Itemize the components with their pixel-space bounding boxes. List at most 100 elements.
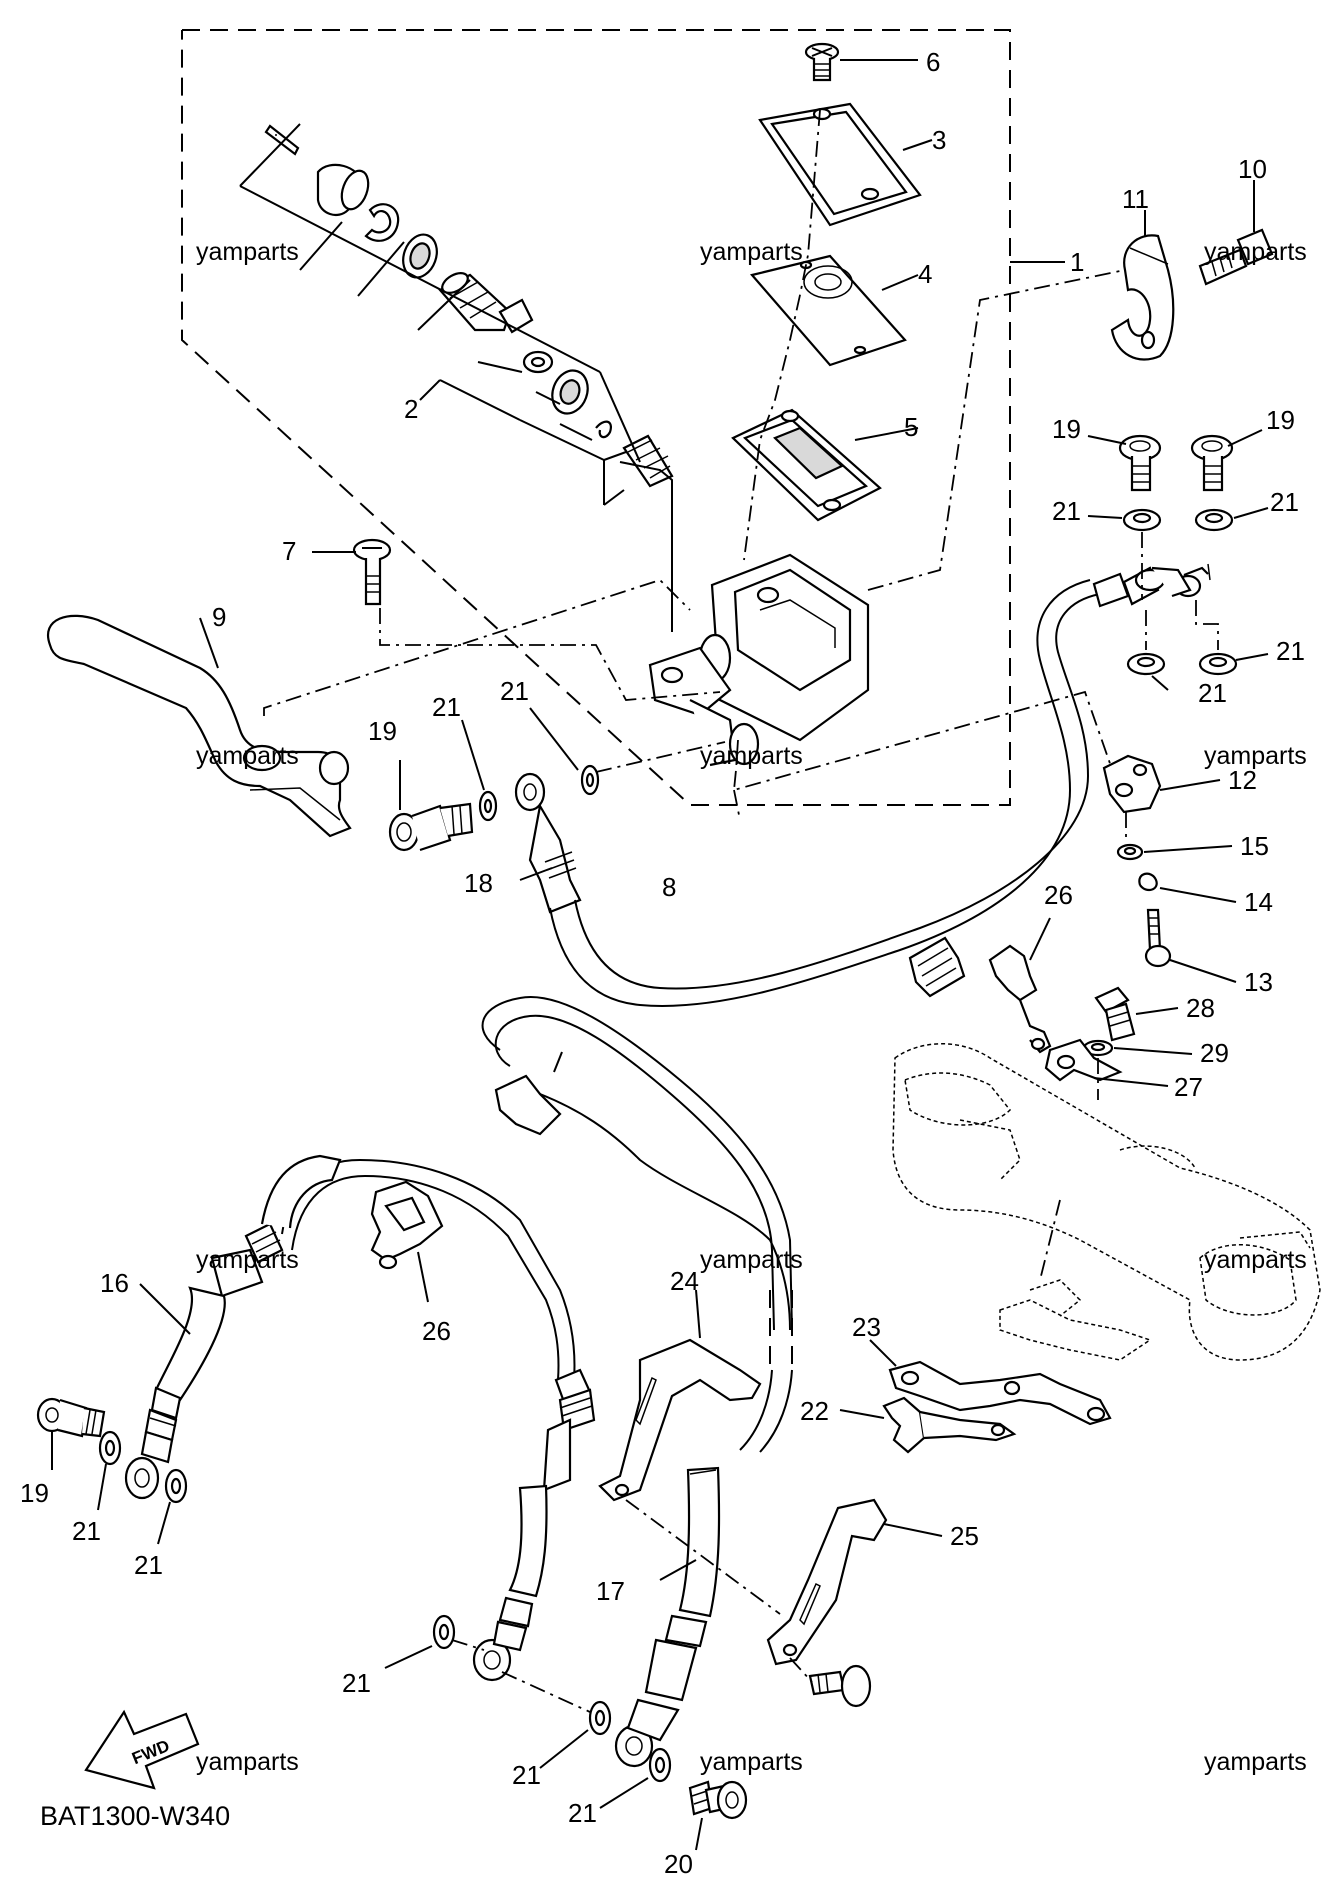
callout-9: 9 (212, 602, 226, 632)
union-bolt-lower (36, 1397, 106, 1470)
bracket-bolt (1094, 986, 1179, 1042)
brake-switch (1102, 754, 1221, 838)
callout-21-g: 21 (72, 1516, 101, 1546)
crush-washer (1087, 507, 1269, 691)
diaphragm-plate (749, 254, 919, 367)
callout-labels: 6 3 10 11 1 4 2 5 19 19 21 21 7 9 21 21 … (20, 47, 1305, 1879)
diaphragm (731, 408, 919, 522)
callout-24: 24 (670, 1266, 699, 1296)
callout-8: 8 (662, 872, 676, 902)
hose-holder-left (598, 1289, 762, 1502)
callout-21-h: 21 (134, 1550, 163, 1580)
callout-16: 16 (100, 1268, 129, 1298)
piston-kit (239, 123, 674, 632)
assembly-lines (263, 109, 1126, 821)
brake-hose-upper (514, 579, 1101, 1007)
callout-7: 7 (282, 536, 296, 566)
callout-20: 20 (664, 1849, 693, 1879)
watermark: yamparts (1204, 1748, 1307, 1776)
hose-grommet (908, 936, 966, 998)
diagram-code: BAT1300-W340 (40, 1801, 230, 1831)
callout-21-d: 21 (1198, 678, 1227, 708)
callout-11: 11 (1122, 184, 1149, 214)
master-cylinder-body (648, 553, 870, 767)
crush-washer (97, 1430, 188, 1545)
watermark: yamparts (700, 238, 803, 266)
callout-23: 23 (852, 1312, 881, 1342)
watermark: yamparts (1204, 742, 1307, 770)
pivot-bolt (312, 538, 392, 606)
hose-clip (988, 917, 1052, 1054)
brake-hose-left (124, 1154, 576, 1500)
callout-3: 3 (932, 125, 946, 155)
callout-19-a: 19 (1052, 414, 1081, 444)
callout-14: 14 (1244, 887, 1273, 917)
crush-washer (384, 1614, 672, 1809)
callout-21-i: 21 (342, 1668, 371, 1698)
callout-21-e: 21 (432, 692, 461, 722)
callout-5: 5 (904, 412, 918, 442)
callout-19-b: 19 (1266, 405, 1295, 435)
crush-washer (461, 707, 600, 822)
callout-4: 4 (918, 259, 932, 289)
callout-19-d: 19 (20, 1478, 49, 1508)
watermark: yamparts (1204, 238, 1307, 266)
cap-screw (804, 42, 918, 82)
hose-bracket (1044, 1038, 1169, 1100)
callout-21-j: 21 (512, 1760, 541, 1790)
callout-21-b: 21 (1270, 487, 1299, 517)
callout-26-b: 26 (422, 1316, 451, 1346)
holder-bolt (789, 1657, 872, 1708)
bracket-washer (1082, 1039, 1193, 1057)
hose-guide-bracket (869, 1339, 1112, 1426)
brake-hose-center (481, 996, 793, 1768)
callout-2: 2 (404, 394, 418, 424)
callout-26-a: 26 (1044, 880, 1073, 910)
callout-15: 15 (1240, 831, 1269, 861)
callout-21-c: 21 (1276, 636, 1305, 666)
watermarks: yamparts yamparts yamparts yamparts yamp… (196, 238, 1307, 1776)
hose-fitting-lower (472, 1368, 596, 1682)
union-bolt-bottom (688, 1780, 748, 1851)
reservoir-cap (758, 102, 933, 227)
watermark: yamparts (196, 742, 299, 770)
watermark: yamparts (196, 1246, 299, 1274)
fwd-arrow-icon: FWD (84, 1709, 200, 1790)
hose-holder (839, 1396, 1017, 1454)
callout-12: 12 (1228, 765, 1257, 795)
callout-18: 18 (464, 868, 493, 898)
callout-21-k: 21 (568, 1798, 597, 1828)
lower-bracket (892, 1043, 1321, 1361)
callout-17: 17 (596, 1576, 625, 1606)
callout-25: 25 (950, 1521, 979, 1551)
hose-clip (370, 1180, 444, 1303)
watermark: yamparts (196, 1748, 299, 1776)
switch-washer (1116, 843, 1233, 861)
callout-1: 1 (1070, 247, 1084, 277)
callout-27: 27 (1174, 1072, 1203, 1102)
hose-fitting-right (1092, 563, 1211, 608)
watermark: yamparts (1204, 1246, 1307, 1274)
switch-lock-washer (1138, 872, 1237, 903)
callout-22: 22 (800, 1396, 829, 1426)
callout-19-c: 19 (368, 716, 397, 746)
master-cylinder-boundary (181, 29, 1065, 806)
callout-21-a: 21 (1052, 496, 1081, 526)
watermark: yamparts (700, 742, 803, 770)
watermark: yamparts (700, 1246, 803, 1274)
handlebar-clamp (1110, 210, 1175, 361)
union-bolt-upper (388, 760, 474, 852)
callout-6: 6 (926, 47, 940, 77)
brake-lever (47, 614, 352, 838)
callout-10: 10 (1238, 154, 1267, 184)
clamp-bolt (1198, 180, 1274, 286)
callout-29: 29 (1200, 1038, 1229, 1068)
hose-holder-right (625, 1498, 943, 1666)
switch-screw (1144, 908, 1237, 983)
watermark: yamparts (700, 1748, 803, 1776)
watermark: yamparts (196, 238, 299, 266)
callout-28: 28 (1186, 993, 1215, 1023)
union-bolt-top-right (1087, 429, 1263, 492)
